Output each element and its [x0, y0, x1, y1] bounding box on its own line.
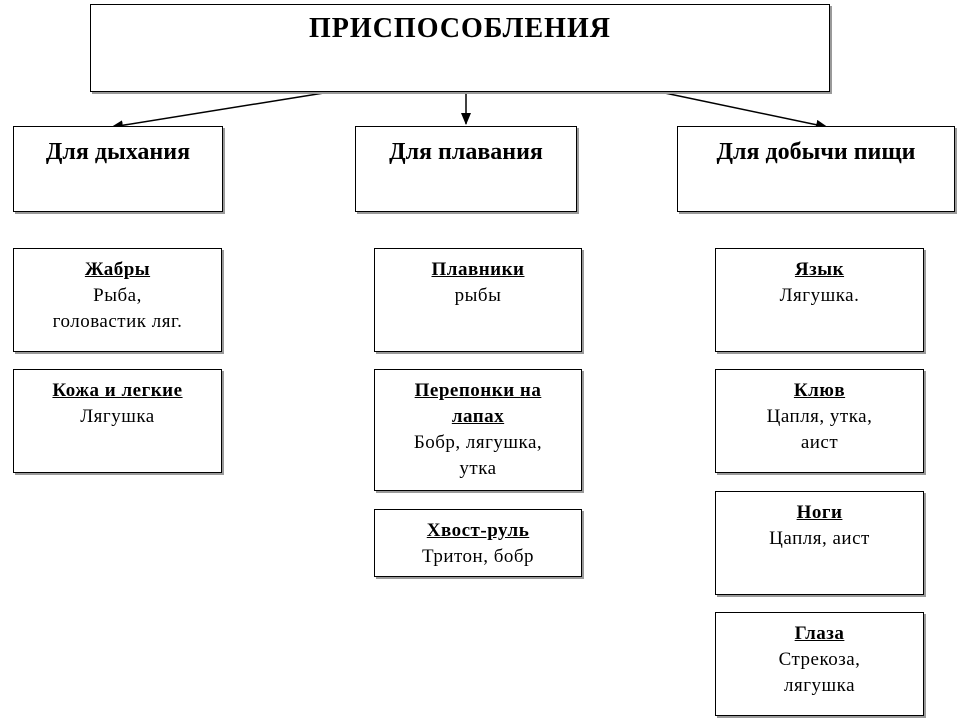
adaptation-animals: Бобр, лягушка, — [413, 432, 543, 453]
adaptation-animals: Лягушка — [80, 406, 155, 427]
adaptation-animals: утка — [459, 458, 497, 479]
adaptation-animals: рыбы — [454, 285, 502, 306]
adaptation-name: Жабры — [84, 259, 151, 280]
arrow-to-feeding — [659, 91, 828, 130]
adaptation-name: Ноги — [796, 502, 843, 523]
adaptation-card-eyes: Глаза Стрекоза, лягушка — [715, 612, 924, 716]
adaptation-card-fins: Плавники рыбы — [374, 248, 582, 352]
adaptation-name: Кожа и легкие — [52, 380, 183, 401]
adaptation-card-tongue: Язык Лягушка. — [715, 248, 924, 352]
adaptation-animals: Цапля, аист — [769, 528, 870, 549]
category-breathing: Для дыхания — [13, 126, 223, 212]
adaptation-card-webbed-feet: Перепонки на лапах Бобр, лягушка, утка — [374, 369, 582, 491]
adaptation-animals: Стрекоза, — [778, 649, 861, 670]
adaptation-card-legs: Ноги Цапля, аист — [715, 491, 924, 595]
adaptation-animals: головастик ляг. — [52, 311, 183, 332]
arrow-to-breathing — [111, 91, 331, 131]
adaptation-card-gills: Жабры Рыба, головастик ляг. — [13, 248, 222, 352]
category-title: Для добычи пищи — [716, 139, 916, 165]
category-feeding: Для добычи пищи — [677, 126, 955, 212]
adaptation-name: Глаза — [794, 623, 845, 644]
adaptation-name: Хвост-руль — [426, 520, 530, 541]
adaptation-card-skin-lungs: Кожа и легкие Лягушка — [13, 369, 222, 473]
adaptation-card-tail-rudder: Хвост-руль Тритон, бобр — [374, 509, 582, 577]
adaptation-name: Плавники — [431, 259, 525, 280]
category-title: Для плавания — [389, 139, 543, 165]
category-swimming: Для плавания — [355, 126, 577, 212]
adaptation-name: Язык — [794, 259, 845, 280]
adaptation-animals: Лягушка. — [779, 285, 860, 306]
category-title: Для дыхания — [45, 139, 191, 165]
adaptation-animals: лягушка — [783, 675, 856, 696]
root-box: ПРИСПОСОБЛЕНИЯ — [90, 4, 830, 92]
adaptation-name: Клюв — [793, 380, 846, 401]
adaptation-animals: Рыба, — [93, 285, 142, 306]
adaptation-animals: аист — [800, 432, 839, 453]
adaptation-animals: Цапля, утка, — [766, 406, 873, 427]
adaptation-name: Перепонки на лапах — [414, 380, 542, 427]
adaptation-card-beak: Клюв Цапля, утка, аист — [715, 369, 924, 473]
adaptation-animals: Тритон, бобр — [421, 546, 535, 567]
root-title: ПРИСПОСОБЛЕНИЯ — [309, 13, 611, 44]
